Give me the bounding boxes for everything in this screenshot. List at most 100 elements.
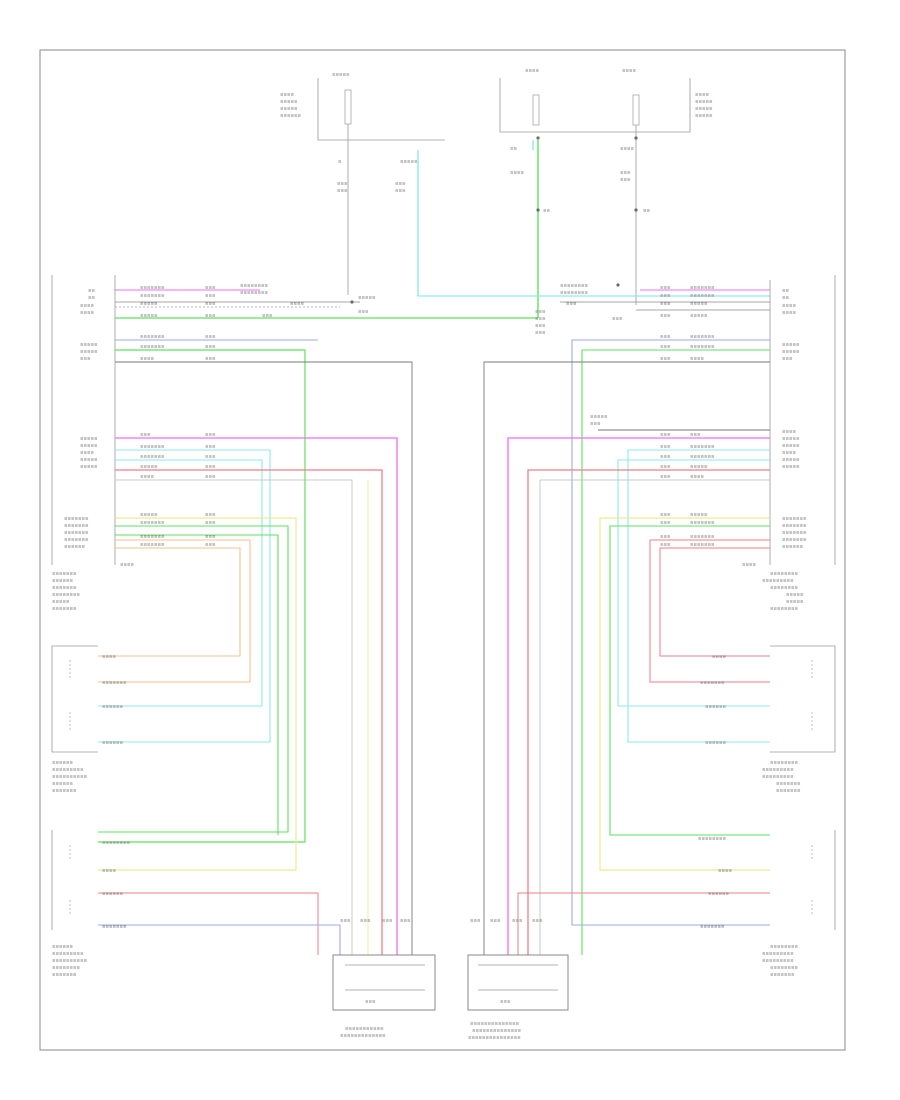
right-wire-harness [483, 339, 770, 955]
svg-text:≡≡≡≡≡≡≡≡≡: ≡≡≡≡≡≡≡≡≡ [762, 767, 794, 772]
svg-text:≡≡≡≡≡≡: ≡≡≡≡≡≡ [705, 704, 727, 709]
svg-text:≡≡≡≡≡≡≡≡: ≡≡≡≡≡≡≡≡ [770, 571, 799, 576]
svg-text:≡≡≡: ≡≡≡ [400, 918, 411, 923]
bottom-right-switch: ≡≡≡ ≡≡≡ ≡≡≡ ≡≡≡ ≡≡≡ ≡≡≡≡≡≡≡≡≡≡≡≡≡≡ ≡≡≡≡≡… [467, 918, 569, 1040]
svg-text:≡≡≡≡≡: ≡≡≡≡≡ [782, 443, 800, 448]
svg-text:≡≡≡≡≡≡≡≡: ≡≡≡≡≡≡≡≡ [240, 283, 269, 288]
svg-text:≡≡≡≡≡≡≡≡: ≡≡≡≡≡≡≡≡ [770, 760, 799, 765]
svg-text:≡≡≡≡≡≡≡: ≡≡≡≡≡≡≡ [140, 334, 165, 339]
svg-text:≡≡≡: ≡≡≡ [660, 542, 671, 547]
svg-text:≡≡≡≡≡≡≡: ≡≡≡≡≡≡≡ [782, 516, 807, 521]
svg-text:≡: ≡ [338, 159, 342, 164]
left-sensor-box: ≡≡≡≡ ≡≡≡≡≡≡≡ ≡≡≡≡≡≡ ≡≡≡≡≡≡ [51, 645, 127, 753]
svg-text:≡≡≡: ≡≡≡ [535, 316, 546, 321]
svg-text:≡≡≡≡≡≡≡: ≡≡≡≡≡≡≡ [102, 924, 127, 929]
svg-text:≡≡≡≡≡: ≡≡≡≡≡ [52, 599, 70, 604]
svg-text:≡≡≡≡≡≡≡: ≡≡≡≡≡≡≡ [140, 454, 165, 459]
svg-text:≡≡≡≡≡: ≡≡≡≡≡ [80, 464, 98, 469]
svg-text:≡≡≡≡≡: ≡≡≡≡≡ [786, 592, 804, 597]
fuse-box-right: ≡≡≡≡ ≡≡≡≡ ≡≡≡≡ ≡≡≡≡≡ ≡≡≡≡≡ ≡≡≡≡≡ [499, 68, 713, 305]
svg-text:≡≡≡≡≡≡≡≡: ≡≡≡≡≡≡≡≡ [102, 840, 131, 845]
svg-text:≡≡≡≡≡: ≡≡≡≡≡ [782, 349, 800, 354]
svg-text:≡≡≡≡: ≡≡≡≡ [290, 301, 305, 306]
svg-text:≡≡≡≡≡: ≡≡≡≡≡ [690, 301, 708, 306]
svg-text:≡≡≡≡≡≡≡: ≡≡≡≡≡≡≡ [690, 285, 715, 290]
svg-text:≡≡≡≡: ≡≡≡≡ [782, 310, 797, 315]
svg-text:≡≡≡≡≡≡≡≡: ≡≡≡≡≡≡≡≡ [560, 290, 589, 295]
svg-text:≡≡≡: ≡≡≡ [660, 313, 671, 318]
svg-text:≡≡≡: ≡≡≡ [205, 454, 216, 459]
svg-text:≡≡≡: ≡≡≡ [690, 432, 701, 437]
svg-text:≡≡≡: ≡≡≡ [365, 999, 376, 1004]
svg-text:≡≡≡≡: ≡≡≡≡ [782, 450, 797, 455]
svg-text:≡≡≡: ≡≡≡ [660, 534, 671, 539]
svg-text:≡≡≡: ≡≡≡ [205, 293, 216, 298]
svg-text:≡≡≡≡≡: ≡≡≡≡≡ [695, 113, 713, 118]
right-label-block-2: ≡≡≡≡≡≡≡≡ ≡≡≡≡≡≡≡≡≡ ≡≡≡≡≡≡≡≡≡ ≡≡≡≡≡≡≡ ≡≡≡… [762, 760, 801, 793]
svg-text:≡≡≡: ≡≡≡ [620, 177, 631, 182]
svg-text:≡≡≡≡≡≡: ≡≡≡≡≡≡ [102, 740, 124, 745]
svg-text:≡≡≡≡: ≡≡≡≡ [622, 68, 637, 73]
svg-text:≡≡≡≡≡≡: ≡≡≡≡≡≡ [52, 578, 74, 583]
svg-text:≡≡≡≡≡≡≡≡: ≡≡≡≡≡≡≡≡ [52, 965, 81, 970]
left-module-connector: ≡≡≡≡ ≡≡ ≡≡ ≡≡≡≡ ≡≡≡≡ ≡≡≡≡≡ ≡≡≡≡≡ ≡≡≡ ≡≡≡… [51, 275, 135, 567]
right-label-block-3: ≡≡≡≡≡≡≡≡ ≡≡≡≡≡≡≡≡≡ ≡≡≡≡≡≡≡≡≡ ≡≡≡≡≡≡≡≡ ≡≡… [762, 944, 799, 977]
svg-text:≡≡≡≡≡≡≡≡≡≡≡≡≡≡≡: ≡≡≡≡≡≡≡≡≡≡≡≡≡≡≡ [468, 1035, 521, 1040]
svg-text:≡≡≡≡≡≡≡≡: ≡≡≡≡≡≡≡≡ [770, 606, 799, 611]
svg-text:≡≡≡≡≡≡≡: ≡≡≡≡≡≡≡ [140, 293, 165, 298]
svg-text:≡≡≡≡≡≡: ≡≡≡≡≡≡ [52, 760, 74, 765]
svg-text:≡≡≡≡≡: ≡≡≡≡≡ [695, 99, 713, 104]
svg-text:≡≡≡: ≡≡≡ [660, 444, 671, 449]
svg-text:≡≡≡≡≡≡: ≡≡≡≡≡≡ [52, 944, 74, 949]
svg-text:≡≡≡≡≡: ≡≡≡≡≡ [80, 349, 98, 354]
svg-text:≡≡≡≡≡: ≡≡≡≡≡ [80, 436, 98, 441]
svg-text:≡≡≡≡≡≡≡: ≡≡≡≡≡≡≡ [782, 530, 807, 535]
right-sensor-box: ≡≡≡≡ ≡≡≡≡≡≡≡ ≡≡≡≡≡≡ ≡≡≡≡≡≡ [700, 645, 836, 753]
svg-text:≡≡≡≡≡≡: ≡≡≡≡≡≡ [280, 113, 302, 118]
svg-text:≡≡: ≡≡ [88, 295, 96, 300]
svg-text:≡≡: ≡≡ [643, 208, 651, 213]
svg-text:≡≡≡≡≡: ≡≡≡≡≡ [690, 313, 708, 318]
svg-text:≡≡≡≡≡≡≡: ≡≡≡≡≡≡≡ [776, 781, 801, 786]
svg-text:≡≡≡: ≡≡≡ [80, 356, 91, 361]
svg-text:≡≡≡: ≡≡≡ [337, 188, 348, 193]
svg-text:≡≡≡: ≡≡≡ [566, 301, 577, 306]
right-actuator-box: ≡≡≡≡≡≡≡≡ ≡≡≡≡ ≡≡≡≡≡≡ ≡≡≡≡≡≡≡ [698, 830, 836, 930]
svg-text:≡≡≡≡≡≡≡: ≡≡≡≡≡≡≡ [52, 571, 77, 576]
svg-text:≡≡≡≡≡≡≡: ≡≡≡≡≡≡≡ [690, 534, 715, 539]
svg-text:≡≡≡: ≡≡≡ [205, 520, 216, 525]
svg-text:≡≡≡≡≡≡≡: ≡≡≡≡≡≡≡ [690, 293, 715, 298]
svg-text:≡≡≡≡≡: ≡≡≡≡≡ [358, 295, 376, 300]
svg-text:≡≡≡: ≡≡≡ [205, 285, 216, 290]
svg-text:≡≡≡: ≡≡≡ [612, 316, 623, 321]
svg-text:≡≡≡: ≡≡≡ [205, 534, 216, 539]
svg-text:≡≡≡: ≡≡≡ [490, 918, 501, 923]
svg-text:≡≡≡: ≡≡≡ [337, 181, 348, 186]
svg-text:≡≡≡≡≡≡≡≡≡≡≡≡≡: ≡≡≡≡≡≡≡≡≡≡≡≡≡ [340, 1033, 386, 1038]
svg-text:≡≡: ≡≡ [782, 288, 790, 293]
svg-text:≡≡≡: ≡≡≡ [660, 432, 671, 437]
svg-text:≡≡≡: ≡≡≡ [660, 512, 671, 517]
svg-text:≡≡≡: ≡≡≡ [205, 313, 216, 318]
left-actuator-box: ≡≡≡≡≡≡≡≡ ≡≡≡≡ ≡≡≡≡≡≡ ≡≡≡≡≡≡≡ [51, 830, 131, 930]
svg-text:≡≡≡: ≡≡≡ [205, 301, 216, 306]
svg-text:≡≡≡≡≡: ≡≡≡≡≡ [140, 313, 158, 318]
svg-text:≡≡≡≡: ≡≡≡≡ [510, 170, 525, 175]
svg-text:≡≡≡≡≡: ≡≡≡≡≡ [782, 457, 800, 462]
svg-text:≡≡≡≡: ≡≡≡≡ [718, 868, 733, 873]
svg-text:≡≡≡: ≡≡≡ [395, 181, 406, 186]
svg-text:≡≡≡: ≡≡≡ [358, 309, 369, 314]
svg-text:≡≡≡≡≡≡: ≡≡≡≡≡≡ [782, 544, 804, 549]
svg-text:≡≡≡≡: ≡≡≡≡ [782, 429, 797, 434]
svg-text:≡≡≡≡≡≡≡≡≡: ≡≡≡≡≡≡≡≡≡ [762, 578, 794, 583]
svg-text:≡≡≡≡≡≡: ≡≡≡≡≡≡ [102, 704, 124, 709]
svg-text:≡≡≡≡≡≡≡: ≡≡≡≡≡≡≡ [52, 972, 77, 977]
svg-text:≡≡≡≡≡: ≡≡≡≡≡ [140, 464, 158, 469]
svg-text:≡≡≡: ≡≡≡ [660, 301, 671, 306]
svg-text:≡≡≡≡≡: ≡≡≡≡≡ [782, 464, 800, 469]
svg-text:≡≡≡: ≡≡≡ [205, 356, 216, 361]
svg-text:≡≡≡≡≡≡≡≡: ≡≡≡≡≡≡≡≡ [240, 290, 269, 295]
svg-text:≡≡≡: ≡≡≡ [620, 170, 631, 175]
svg-text:≡≡≡≡≡: ≡≡≡≡≡ [140, 512, 158, 517]
svg-text:≡≡≡≡: ≡≡≡≡ [140, 474, 155, 479]
